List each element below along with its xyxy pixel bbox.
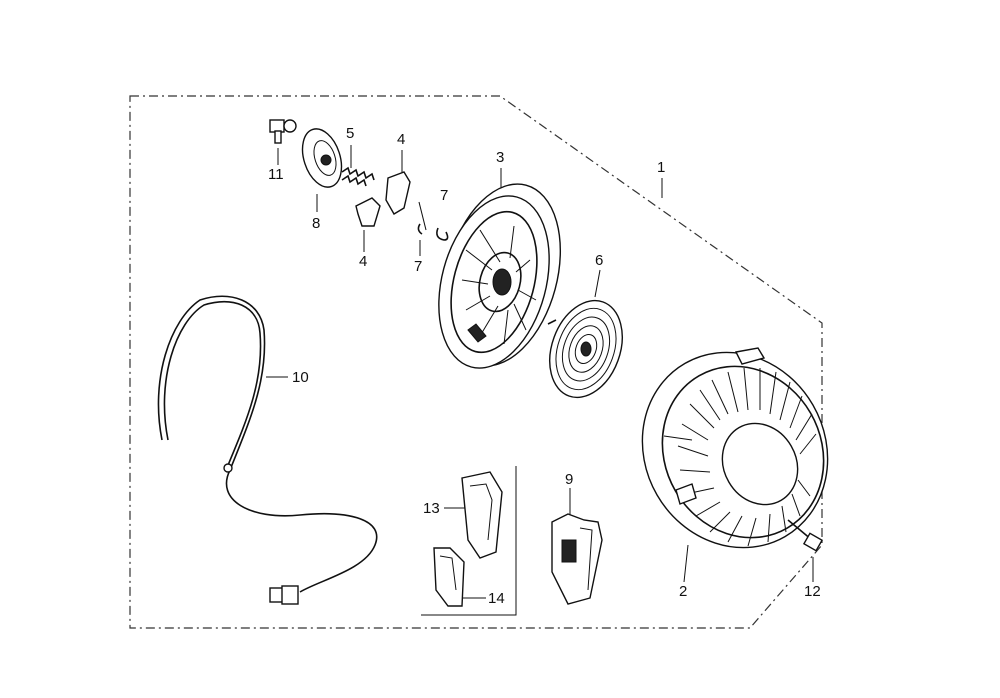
rope-part-10 [157,295,378,593]
callout-4-lower: 4 [359,253,368,270]
leader-lines [266,145,814,599]
starter-case-part-2 [641,347,829,549]
callout-2: 2 [679,583,688,600]
callout-14: 14 [488,590,505,607]
reel-part-3 [438,183,562,369]
handle-part-9 [551,513,603,605]
callout-1: 1 [657,159,666,176]
rope-knot [223,463,233,473]
callout-8: 8 [312,215,321,232]
callout-6: 6 [595,252,604,269]
callout-4-upper: 4 [397,131,406,148]
handle-part-13 [461,471,503,559]
callout-12: 12 [804,583,821,600]
clip-part-7 [417,223,449,241]
ratchet-plate-part-8 [301,128,343,188]
spring-part-5 [341,166,375,187]
ratchet-part-4-lower [355,197,381,227]
callout-13: 13 [423,500,440,517]
callout-10: 10 [292,369,309,386]
callout-9: 9 [565,471,574,488]
ratchet-part-4-upper [385,171,411,215]
bolt-part-12 [787,519,824,552]
callout-11: 11 [268,166,284,183]
spiral-spring-part-6 [547,299,623,399]
callout-7-lower: 7 [414,258,423,275]
callout-3: 3 [496,149,505,166]
callout-5: 5 [346,125,355,142]
inset-box [421,466,517,616]
rope-end-connector [269,585,299,605]
bolt-part-11 [269,119,297,144]
assembly-boundary [129,95,823,629]
grip-part-14 [433,547,465,607]
callout-7-upper: 7 [440,187,449,204]
